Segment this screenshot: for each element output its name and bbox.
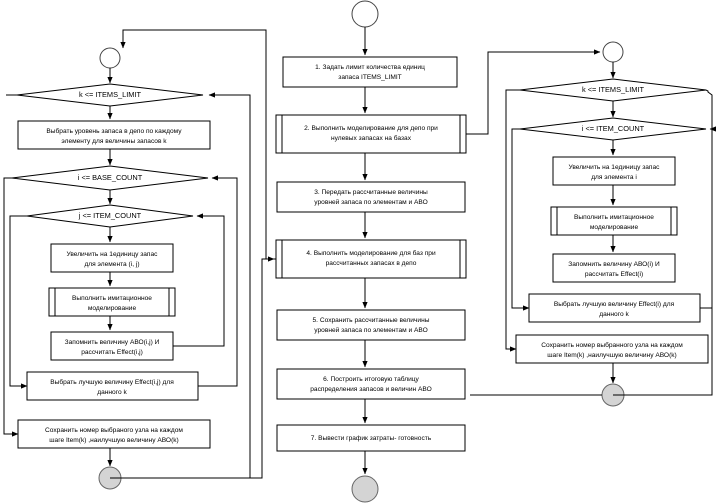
end-terminator	[351, 475, 379, 503]
node-c2[interactable]	[275, 114, 467, 154]
left-connector-top	[99, 47, 121, 69]
left-column: k <= ITEMS_LIMIT Выбрать уровень запаса …	[3, 47, 251, 490]
node-l9[interactable]	[17, 419, 211, 449]
node-l6[interactable]	[48, 287, 176, 317]
svg-text:Выбрать лучшую величину Effect: Выбрать лучшую величину Effect(i) длядан…	[554, 300, 675, 318]
node-l8[interactable]	[26, 371, 199, 401]
svg-text:5. Сохранить рассчитанные вели: 5. Сохранить рассчитанные величиныуровне…	[313, 317, 430, 334]
svg-text:1. Задать лимит количества еди: 1. Задать лимит количества единицзапаса …	[315, 64, 425, 81]
node-r4[interactable]	[550, 206, 678, 236]
start-terminator	[351, 0, 379, 28]
svg-text:2. Выполнить моделирование для: 2. Выполнить моделирование для депо прин…	[304, 125, 438, 142]
branch-l4-false-to-l8	[9, 215, 28, 389]
node-c1[interactable]	[282, 56, 458, 88]
node-r5[interactable]	[552, 253, 676, 283]
branch-r2-false-to-r6	[511, 128, 530, 311]
right-column: k <= ITEMS_LIMIT i <= ITEM_COUNT Увеличи…	[505, 41, 716, 407]
loop-l7-to-l4	[173, 213, 225, 347]
svg-text:i <= BASE_COUNT: i <= BASE_COUNT	[78, 173, 143, 182]
right-connector-top	[602, 41, 624, 63]
svg-text:4. Выполнить моделирование для: 4. Выполнить моделирование для баз прира…	[306, 249, 436, 267]
node-c6[interactable]	[276, 368, 466, 400]
svg-text:7. Вывести график затраты- гот: 7. Вывести график затраты- готовность	[311, 435, 432, 442]
connector-c2-to-right-branch	[466, 49, 601, 135]
node-l7[interactable]	[50, 331, 174, 361]
node-r7[interactable]	[515, 334, 709, 364]
svg-text:Сохранить номер выбраного узла: Сохранить номер выбраного узла на каждом…	[45, 426, 183, 444]
svg-text:k <= ITEMS_LIMIT: k <= ITEMS_LIMIT	[79, 90, 142, 99]
loop-right-bottom-aux	[613, 89, 713, 396]
svg-text:i <= ITEM_COUNT: i <= ITEM_COUNT	[582, 124, 645, 133]
svg-text:j <= ITEM_COUNT: j <= ITEM_COUNT	[78, 211, 142, 220]
svg-text:k <= ITEMS_LIMIT: k <= ITEMS_LIMIT	[582, 85, 645, 94]
node-c3[interactable]	[276, 181, 466, 213]
node-c5[interactable]	[276, 309, 466, 341]
svg-text:Сохранить номер выбранного узл: Сохранить номер выбранного узла на каждо…	[541, 341, 683, 359]
node-c7[interactable]	[276, 424, 466, 452]
cross-connectors	[120, 29, 602, 479]
branch-r1-false-to-r7	[505, 89, 520, 352]
svg-text:Запомнить величину АВО(i,j) Ир: Запомнить величину АВО(i,j) Ирассчитать …	[65, 339, 160, 356]
svg-text:Выбрать уровень запаса в депо: Выбрать уровень запаса в депо по каждому…	[46, 127, 182, 145]
node-c4[interactable]	[275, 239, 467, 279]
svg-text:3. Передать рассчитанные велич: 3. Передать рассчитанные величиныуровней…	[314, 189, 428, 206]
node-r6[interactable]	[528, 293, 701, 323]
node-r3[interactable]	[552, 156, 676, 186]
loop-r6-to-r2	[700, 126, 716, 309]
node-l2[interactable]	[17, 120, 211, 150]
node-l5[interactable]	[50, 243, 174, 273]
connector-c4-to-left-branch	[120, 29, 276, 260]
loop-l8-to-l3	[198, 175, 238, 387]
svg-text:Выбрать лучшую величину Effect: Выбрать лучшую величину Effect(i,j) дляд…	[50, 378, 174, 396]
branch-l3-false-to-l9	[3, 177, 19, 437]
